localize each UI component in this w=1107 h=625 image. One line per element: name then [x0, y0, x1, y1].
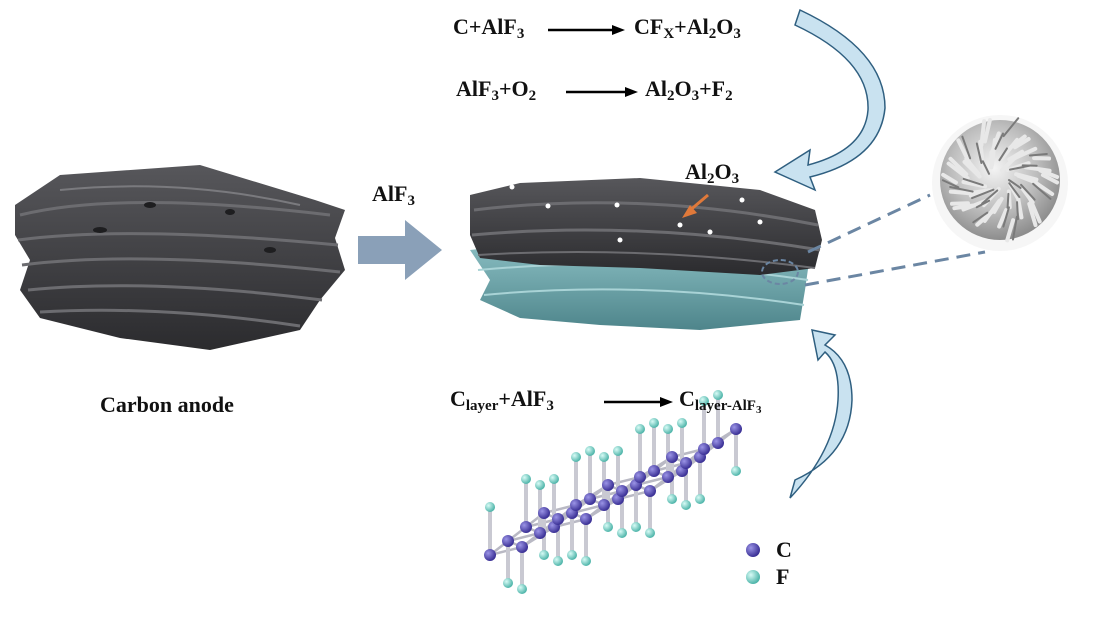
legend-c-label: C [776, 537, 792, 562]
curved-arrow-top [773, 8, 886, 192]
legend-c-atom [746, 543, 760, 557]
cf-lattice-structure [484, 390, 742, 594]
legend-f-atom [746, 570, 760, 584]
reaction-arrow-1 [548, 25, 625, 35]
alumina-particle-illustration [932, 115, 1068, 251]
reaction-arrow-2 [566, 87, 638, 97]
reaction-arrow-3 [604, 397, 673, 407]
legend-f-label: F [776, 564, 790, 589]
carbon-anode-illustration [15, 165, 345, 350]
equation-2: AlF3+O2 [456, 76, 537, 104]
zoom-projection-lines [804, 193, 986, 287]
process-arrow [358, 220, 442, 280]
curved-arrow-bottom [789, 329, 853, 499]
reagent-label: AlF3 [372, 181, 415, 209]
equation-3-product: Clayer-AlF3 [679, 386, 762, 416]
equation-1-products: CFX+Al2O3 [634, 14, 741, 42]
carbon-anode-label: Carbon anode [100, 392, 234, 417]
oxide-indicator-arrow [682, 193, 709, 218]
equation-1: C+AlF3 [453, 14, 525, 42]
equation-2-products: Al2O3+F2 [645, 76, 733, 104]
equation-3: Clayer+AlF3 [450, 386, 554, 414]
treated-anode-illustration [470, 178, 822, 330]
oxide-label: Al2O3 [685, 159, 740, 187]
